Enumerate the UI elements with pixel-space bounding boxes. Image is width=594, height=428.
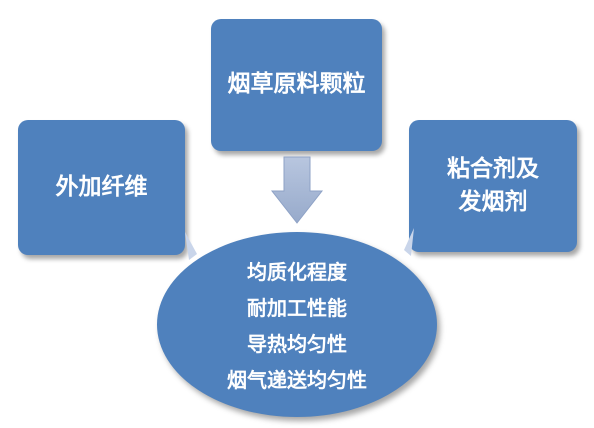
property-item: 耐加工性能 [247,296,347,320]
box-line: 粘合剂及 [447,155,539,182]
added-fiber-box: 外加纤维 [18,120,185,255]
raw-tobacco-granules-label: 烟草原料颗粒 [228,68,366,101]
properties-list: 均质化程度 耐加工性能 导热均匀性 烟气递送均匀性 [157,254,437,398]
properties-ellipse: 均质化程度 耐加工性能 导热均匀性 烟气递送均匀性 [157,232,437,417]
connector-accent-right [404,228,414,256]
binder-and-aerosol-agent-label: 粘合剂及 发烟剂 [447,153,539,220]
box-line: 发烟剂 [458,189,528,215]
raw-tobacco-granules-box: 烟草原料颗粒 [211,19,382,151]
property-item: 烟气递送均匀性 [227,368,367,392]
box-line: 烟草原料颗粒 [227,71,366,98]
down-arrow-icon [270,156,324,224]
binder-and-aerosol-agent-box: 粘合剂及 发烟剂 [409,120,577,252]
property-item: 导热均匀性 [247,332,347,356]
connector-accent-left [185,232,197,260]
property-item: 均质化程度 [247,260,347,284]
box-line: 外加纤维 [55,173,148,200]
added-fiber-label: 外加纤维 [56,171,148,204]
ellipse-shape [157,232,437,417]
